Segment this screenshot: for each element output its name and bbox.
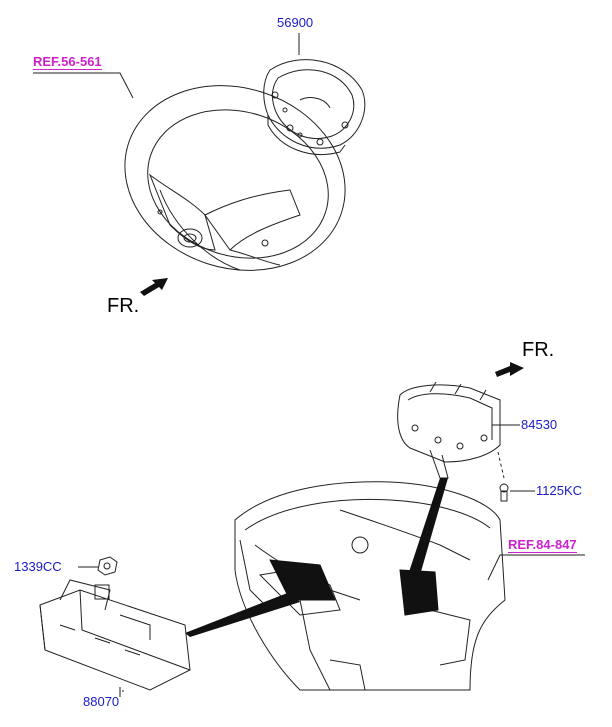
part-label-passenger-airbag[interactable]: 84530 <box>521 417 558 432</box>
front-arrow-bottom <box>495 362 524 377</box>
ref-label-dashboard[interactable]: REF.84-847 <box>508 537 577 553</box>
part-label-steering-airbag[interactable]: 56900 <box>277 15 314 30</box>
passenger-airbag-drawing <box>397 381 501 479</box>
nut-drawing <box>97 556 118 576</box>
front-direction-label-top: FR. <box>107 295 140 317</box>
part-label-knee-airbag[interactable]: 88070 <box>83 694 120 709</box>
part-label-bolt[interactable]: 1125KC <box>536 483 583 498</box>
part-label-nut[interactable]: 1339CC <box>14 559 62 574</box>
dashboard-drawing <box>234 481 506 691</box>
bolt-drawing <box>499 483 509 502</box>
front-direction-label-bottom: FR. <box>522 339 555 361</box>
ref-label-steering-wheel[interactable]: REF.56-561 <box>33 54 102 70</box>
front-arrow-top <box>140 278 168 296</box>
driver-airbag-drawing <box>263 59 366 155</box>
knee-airbag-drawing <box>39 579 191 691</box>
steering-wheel-drawing <box>124 85 346 271</box>
